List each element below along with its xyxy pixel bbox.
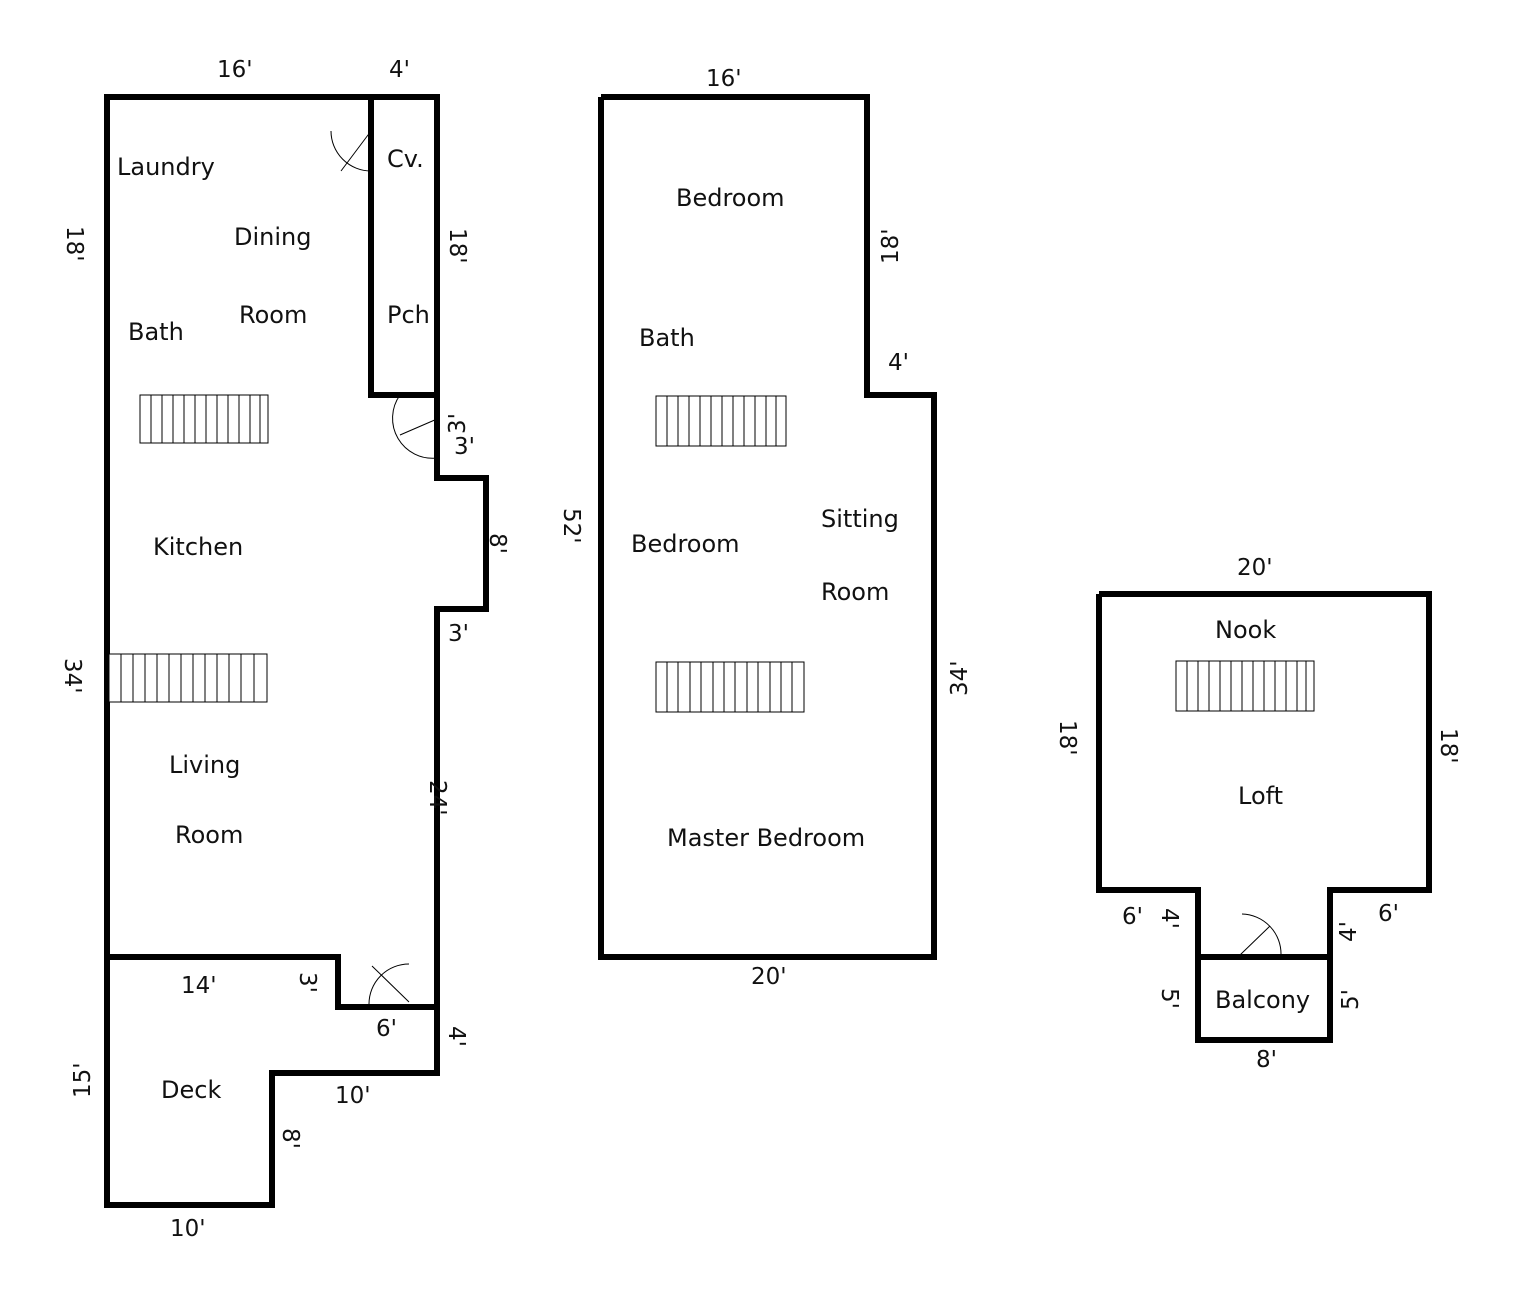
staircase-icon	[108, 653, 268, 703]
dimension-label: 4'	[1156, 908, 1182, 929]
dimension-label: 20'	[1237, 555, 1273, 581]
dimension-label: 10'	[170, 1216, 206, 1242]
room-label-sitting: Sitting	[821, 505, 899, 533]
ground-floor-walls	[104, 94, 489, 1010]
dimension-label: 4'	[888, 350, 909, 376]
door-swing-icon	[1239, 913, 1282, 956]
dimension-label: 6'	[376, 1016, 397, 1042]
door-swing-icon	[368, 963, 410, 1005]
room-label-living: Living	[169, 751, 240, 779]
deck-walls	[104, 957, 440, 1208]
dimension-label: 18'	[1435, 728, 1461, 764]
door-swing-icon	[330, 130, 372, 172]
dimension-label: 18'	[878, 228, 904, 264]
room-label-kitchen: Kitchen	[153, 533, 243, 561]
room-label-deck: Deck	[161, 1076, 221, 1104]
dimension-label: 18'	[61, 226, 87, 262]
dimension-label: 16'	[217, 57, 253, 83]
dimension-label: 14'	[181, 973, 217, 999]
third-floor: Nook Loft Balcony 20' 18' 18' 6' 4' 4' 6…	[1054, 555, 1461, 1073]
dimension-label: 8'	[277, 1128, 303, 1149]
room-label-bedroom: Bedroom	[631, 530, 740, 558]
dimension-label: 4'	[443, 1026, 469, 1047]
room-label-bedroom: Bedroom	[676, 184, 785, 212]
dimension-label: 3'	[454, 434, 475, 460]
dimension-label: 4'	[389, 57, 410, 83]
dimension-label: 10'	[335, 1083, 371, 1109]
room-label-living-room: Room	[175, 821, 243, 849]
dimension-label: 18'	[444, 228, 470, 264]
dimension-label: 6'	[1378, 901, 1399, 927]
room-label-cv: Cv.	[387, 145, 424, 173]
dimension-label: 34'	[59, 658, 85, 694]
room-label-dining-room: Room	[239, 301, 307, 329]
second-floor-walls	[598, 94, 937, 960]
door-swing-icon	[392, 394, 438, 459]
room-label-dining: Dining	[234, 223, 311, 251]
room-label-loft: Loft	[1238, 782, 1283, 810]
dimension-label: 34'	[947, 660, 973, 696]
dimension-label: 18'	[1054, 720, 1080, 756]
room-label-bath: Bath	[639, 324, 695, 352]
dimension-label: 24'	[424, 780, 450, 816]
staircase-icon	[655, 395, 787, 447]
room-label-master-bedroom: Master Bedroom	[667, 824, 865, 852]
dimension-label: 3'	[445, 413, 471, 434]
dimension-label: 5'	[1156, 988, 1182, 1009]
ground-floor: Laundry Dining Room Cv. Pch Bath Kitchen…	[59, 57, 510, 1242]
dimension-label: 20'	[751, 964, 787, 990]
dimension-label: 6'	[1122, 904, 1143, 930]
third-floor-walls	[1096, 591, 1432, 1043]
porch-walls	[368, 97, 437, 398]
staircase-icon	[139, 394, 269, 444]
dimension-label: 16'	[706, 66, 742, 92]
dimension-label: 8'	[1256, 1047, 1277, 1073]
dimension-label: 4'	[1336, 921, 1362, 942]
dimension-label: 15'	[70, 1062, 96, 1098]
room-label-sitting-room: Room	[821, 578, 889, 606]
room-label-laundry: Laundry	[117, 153, 215, 181]
staircase-icon	[655, 661, 805, 713]
room-label-bath: Bath	[128, 318, 184, 346]
dimension-label: 52'	[558, 508, 584, 544]
second-floor: Bedroom Bath Bedroom Sitting Room Master…	[558, 66, 973, 990]
room-label-nook: Nook	[1215, 616, 1276, 644]
dimension-label: 3'	[294, 972, 320, 993]
room-label-pch: Pch	[387, 301, 430, 329]
dimension-label: 5'	[1338, 989, 1364, 1010]
dimension-label: 3'	[448, 621, 469, 647]
room-label-balcony: Balcony	[1215, 986, 1310, 1014]
dimension-label: 8'	[484, 533, 510, 554]
staircase-icon	[1175, 660, 1315, 712]
